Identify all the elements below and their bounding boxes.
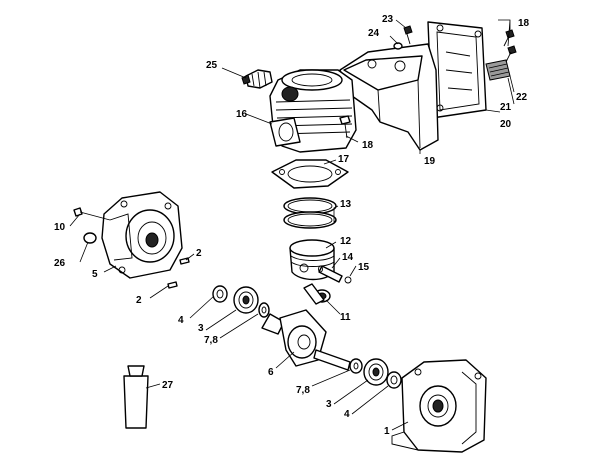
crankshaft	[261, 283, 351, 371]
callout-25: 25	[206, 60, 218, 71]
callout-1: 1	[384, 426, 390, 437]
cylinder-screw	[339, 115, 351, 139]
callout-21: 21	[500, 102, 512, 113]
callout-24: 24	[368, 28, 380, 39]
callout-4-upper: 4	[178, 315, 184, 326]
callout-4-lower: 4	[344, 409, 350, 420]
grease-tube	[123, 365, 149, 429]
cylinder-gasket	[271, 159, 349, 189]
muffler	[339, 43, 439, 151]
callout-2-lower: 2	[136, 295, 142, 306]
piston-pin	[318, 265, 352, 284]
callout-5: 5	[92, 269, 98, 280]
crankcase-half-left	[101, 191, 183, 279]
callout-26: 26	[54, 258, 66, 269]
callout-12: 12	[340, 236, 352, 247]
callout-17: 17	[338, 154, 350, 165]
crankcase	[391, 359, 487, 453]
callout-18-top: 18	[518, 18, 530, 29]
callout-7-8-lower: 7,8	[296, 385, 310, 396]
callout-16: 16	[236, 109, 248, 120]
callout-18-cylinder: 18	[362, 140, 374, 151]
lower-bearing-seal	[349, 358, 402, 389]
leader-lines	[69, 19, 515, 431]
callout-7-8-upper: 7,8	[204, 335, 218, 346]
callout-3-upper: 3	[198, 323, 204, 334]
cover-screw	[393, 25, 413, 50]
callout-10: 10	[54, 222, 66, 233]
upper-seal-bearing	[212, 285, 270, 318]
piston-rings	[283, 197, 337, 229]
cylinder	[269, 69, 357, 153]
callout-13: 13	[340, 199, 352, 210]
crankcase-sleeve	[83, 232, 97, 244]
callout-15: 15	[358, 262, 370, 273]
spark-arrest-screen	[485, 59, 511, 81]
callout-14: 14	[342, 252, 354, 263]
callout-27: 27	[162, 380, 174, 391]
callout-2-upper: 2	[196, 248, 202, 259]
callout-11: 11	[340, 312, 351, 323]
callout-6: 6	[268, 367, 274, 378]
callout-22: 22	[516, 92, 528, 103]
spark-plug	[241, 69, 273, 89]
callout-20: 20	[500, 119, 512, 130]
callout-23: 23	[382, 14, 394, 25]
callout-19: 19	[424, 156, 436, 167]
muffler-screws	[503, 29, 517, 63]
callout-3-lower: 3	[326, 399, 332, 410]
dowel-pins	[167, 257, 190, 289]
callout-labels: 1 2 2 3 3 4 4 5 6 7,8 7,8 10 11 12 13 14…	[54, 14, 530, 437]
